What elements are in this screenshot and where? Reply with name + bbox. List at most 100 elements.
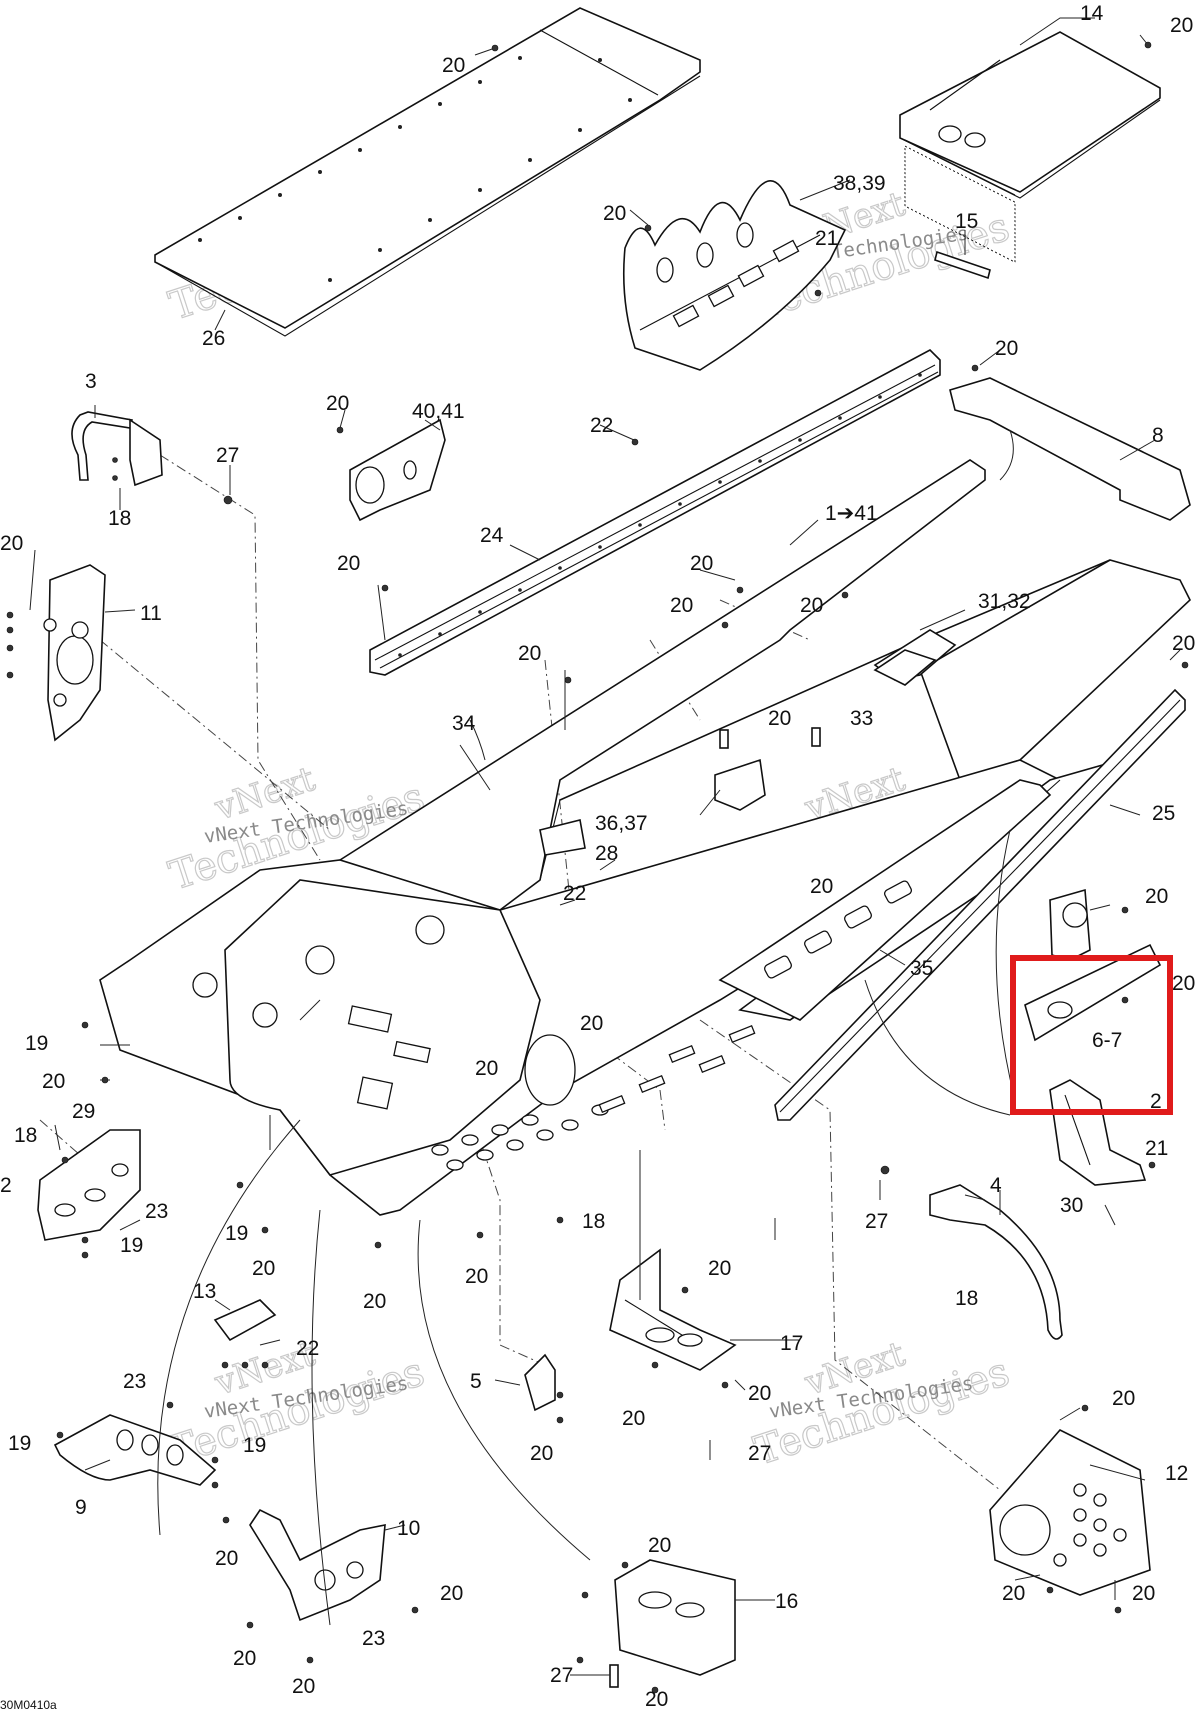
callout-21: 21 <box>815 227 838 250</box>
callout-20: 20 <box>1145 885 1168 908</box>
bracket-9 <box>53 1414 217 1486</box>
callout-18: 18 <box>582 1210 605 1233</box>
callout-16: 16 <box>775 1590 798 1613</box>
drawing-code: 30M0410a <box>0 1698 57 1712</box>
callout-20: 20 <box>42 1070 65 1093</box>
callout-20: 20 <box>530 1442 553 1465</box>
handle-4 <box>880 1165 1063 1340</box>
callout-31-32: 31,32 <box>978 590 1031 613</box>
callout-20: 20 <box>622 1407 645 1430</box>
bracket-29 <box>37 1129 141 1241</box>
callout-23: 23 <box>362 1627 385 1650</box>
callout-22: 22 <box>563 882 586 905</box>
callout-20: 20 <box>708 1257 731 1280</box>
callout-20: 20 <box>1170 14 1193 37</box>
callout-27: 27 <box>748 1442 771 1465</box>
bracket-16 <box>609 1559 736 1688</box>
stud-33a <box>719 729 729 749</box>
callout-19: 19 <box>8 1432 31 1455</box>
callout-20: 20 <box>580 1012 603 1035</box>
stud-33b <box>811 727 821 747</box>
bracket-28 <box>539 819 586 856</box>
callout-17: 17 <box>780 1332 803 1355</box>
callout-20: 20 <box>475 1057 498 1080</box>
callout-20: 20 <box>215 1547 238 1570</box>
callout-10: 10 <box>397 1517 420 1540</box>
callout-20: 20 <box>1002 1582 1025 1605</box>
callout-36-37: 36,37 <box>595 812 648 835</box>
callout-6-7: 6-7 <box>1092 1029 1122 1052</box>
callout-18: 18 <box>955 1287 978 1310</box>
callout-20: 20 <box>1172 632 1195 655</box>
callout-20: 20 <box>800 594 823 617</box>
callout-20: 20 <box>670 594 693 617</box>
callout-35: 35 <box>910 957 933 980</box>
bracket-31-32b <box>873 649 937 686</box>
callout-20: 20 <box>292 1675 315 1698</box>
watermark-6: vNext Technologies vNext Technologies <box>748 1333 1015 1475</box>
callout-19: 19 <box>120 1234 143 1257</box>
top-plate-26 <box>154 7 701 337</box>
bracket-6-7 <box>1024 888 1162 1042</box>
callout-23: 23 <box>145 1200 168 1223</box>
callout-3: 3 <box>85 370 97 393</box>
bracket-5 <box>524 1353 556 1412</box>
callout-20: 20 <box>995 337 1018 360</box>
bracket-36-37 <box>714 758 766 811</box>
callout-20: 20 <box>648 1534 671 1557</box>
bracket-13 <box>213 1299 277 1342</box>
callout-34: 34 <box>452 712 476 735</box>
callout-20: 20 <box>518 642 541 665</box>
callout-38-39: 38,39 <box>833 172 886 195</box>
callout-25: 25 <box>1152 802 1175 825</box>
callout-1-41: 1➔41 <box>825 502 878 525</box>
callout-22: 22 <box>590 414 613 437</box>
callout-26: 26 <box>202 327 225 350</box>
arrows <box>157 429 1016 1626</box>
tunnel-frame <box>99 459 1191 1216</box>
callout-9: 9 <box>75 1496 87 1519</box>
bracket-11 <box>43 564 106 742</box>
callout-24: 24 <box>480 524 504 547</box>
callout-28: 28 <box>595 842 618 865</box>
callout-30: 30 <box>1060 1194 1083 1217</box>
exhaust-shield-38-39 <box>622 180 847 371</box>
leader-lines <box>29 17 1181 1676</box>
callout-20: 20 <box>768 707 791 730</box>
callout-27: 27 <box>216 444 239 467</box>
plate-8 <box>949 377 1191 521</box>
handle-3 <box>71 411 163 487</box>
callout-20: 20 <box>1172 972 1195 995</box>
callout-2: 2 <box>0 1174 12 1197</box>
callout-12: 12 <box>1165 1462 1188 1485</box>
rail-24 <box>369 349 941 676</box>
callout-8: 8 <box>1152 424 1164 447</box>
callout-33: 33 <box>850 707 873 730</box>
callout-20: 20 <box>810 875 833 898</box>
callout-19: 19 <box>243 1434 266 1457</box>
callout-14: 14 <box>1080 2 1104 25</box>
fasteners <box>6 41 1189 1694</box>
bracket-2-30 <box>1049 1079 1147 1186</box>
callout-21: 21 <box>1145 1137 1168 1160</box>
callout-20: 20 <box>1132 1582 1155 1605</box>
callout-20: 20 <box>233 1647 256 1670</box>
callout-40-41: 40,41 <box>412 400 465 423</box>
plate-12 <box>989 1429 1151 1596</box>
callout-2: 2 <box>1150 1090 1162 1113</box>
callout-20: 20 <box>645 1688 668 1711</box>
callout-20: 20 <box>603 202 626 225</box>
callout-19: 19 <box>225 1222 248 1245</box>
bar-15 <box>934 250 991 280</box>
callout-27: 27 <box>550 1664 573 1687</box>
callout-20: 20 <box>326 392 349 415</box>
bracket-17 <box>609 1248 737 1371</box>
panel-14 <box>899 31 1161 263</box>
callout-20: 20 <box>465 1265 488 1288</box>
callout-20: 20 <box>442 54 465 77</box>
callout-20: 20 <box>363 1290 386 1313</box>
callout-29: 29 <box>72 1100 95 1123</box>
bracket-10 <box>249 1508 386 1622</box>
